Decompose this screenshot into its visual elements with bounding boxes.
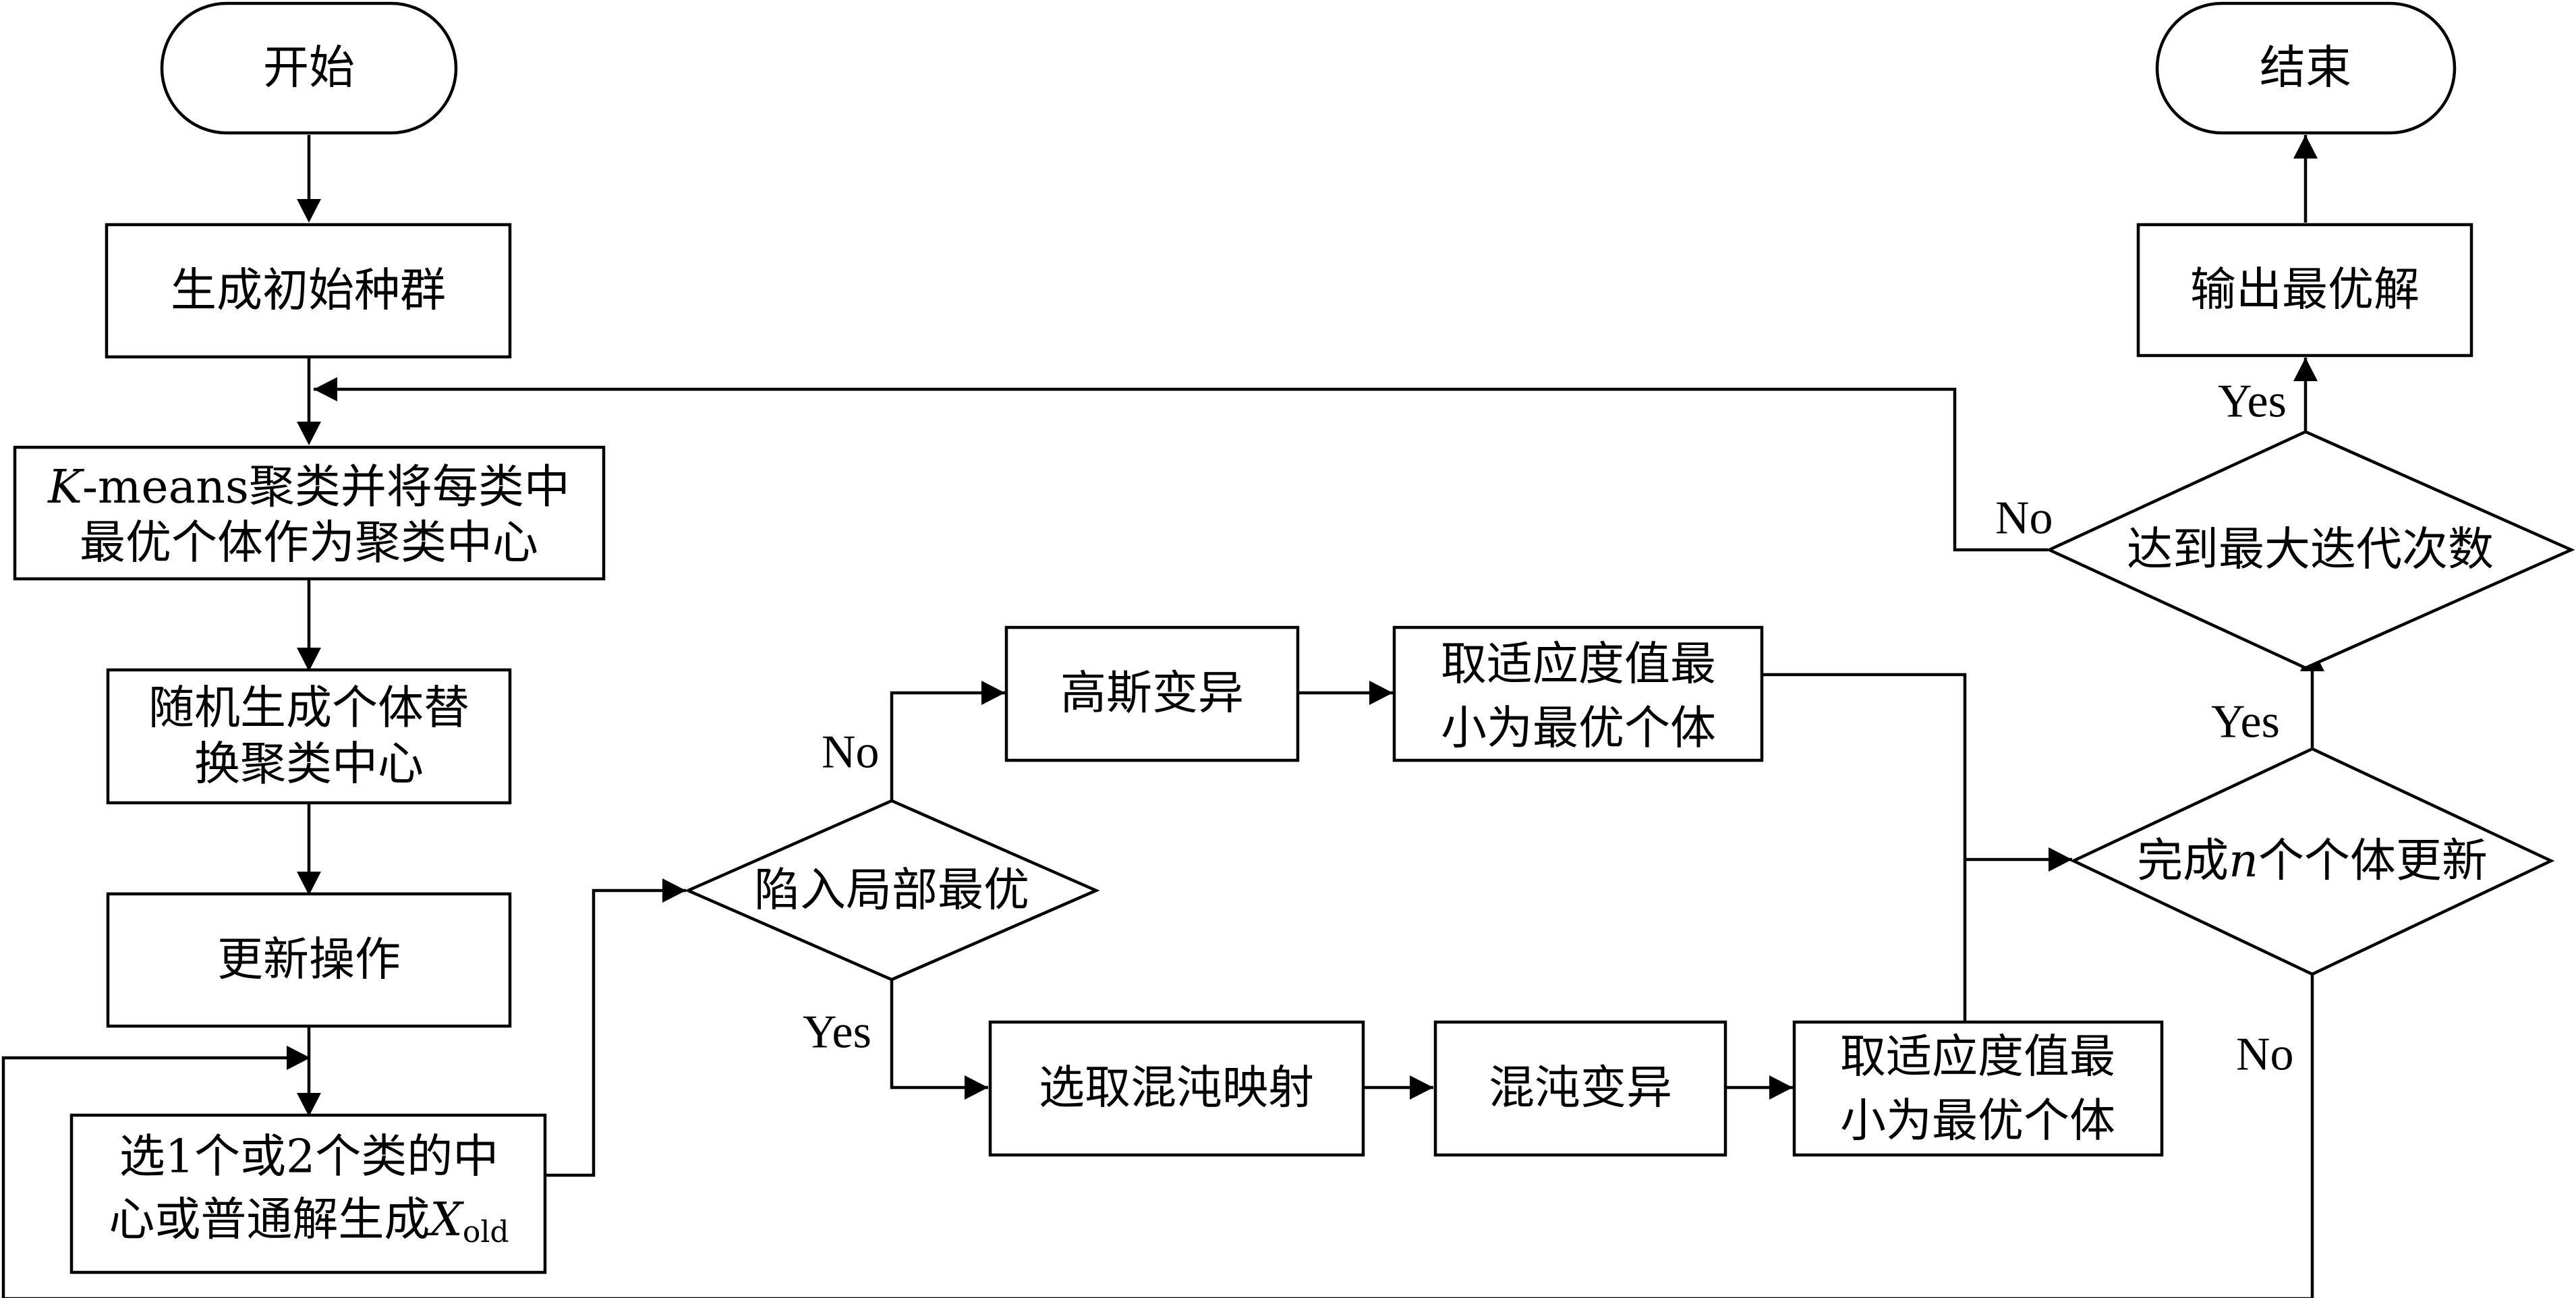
node-kmeans: K-means聚类并将每类中 最优个体作为聚类中心 xyxy=(13,445,606,581)
arrowhead-random xyxy=(297,648,321,671)
node-random-replace: 随机生成个体替 换聚类中心 xyxy=(106,668,512,805)
arrowhead-init xyxy=(297,199,321,223)
edge-loop-back-to-select xyxy=(1,974,2314,1298)
node-output-label: 输出最优解 xyxy=(2190,264,2420,317)
node-init-population-label: 生成初始种群 xyxy=(171,264,446,318)
arrowhead-kmeans xyxy=(297,422,321,445)
arrowhead-gauss xyxy=(981,681,1005,705)
node-update-op-label: 更新操作 xyxy=(217,934,401,987)
label-yes-max-iter: Yes xyxy=(2218,376,2287,428)
node-best-lower: 取适应度值最 小为最优个体 xyxy=(1792,1020,2164,1157)
node-kmeans-line1: K-means聚类并将每类中 xyxy=(47,461,570,514)
node-output: 输出最优解 xyxy=(2136,223,2473,358)
label-no-local-optimum: No xyxy=(822,727,880,779)
node-best-upper-line1: 取适应度值最 xyxy=(1441,638,1716,692)
arrowhead-loop-back xyxy=(287,1046,310,1070)
label-no-max-iter: No xyxy=(1995,492,2053,544)
node-init-population: 生成初始种群 xyxy=(105,223,512,359)
node-start: 开始 xyxy=(160,1,458,135)
node-gauss-mutation-label: 高斯变异 xyxy=(1060,667,1244,721)
node-max-iter: 达到最大迭代次数 xyxy=(2045,430,2575,670)
select-center-line2-prefix: 心或普通解生成 xyxy=(109,1193,430,1247)
node-n-update: 完成n个个体更新 xyxy=(2069,747,2555,976)
select-center-var-subscript: old xyxy=(463,1215,509,1249)
node-update-op: 更新操作 xyxy=(106,892,512,1028)
arrowhead-best-upper xyxy=(1369,681,1393,705)
n-update-var-n: n xyxy=(2229,835,2258,888)
arrowhead-output xyxy=(2293,358,2318,381)
arrowhead-update xyxy=(297,872,321,895)
node-chaos-mutation: 混沌变异 xyxy=(1433,1020,1727,1157)
edge-local-optimum-yes-branch xyxy=(890,978,988,1090)
node-gauss-mutation: 高斯变异 xyxy=(1004,625,1300,762)
node-local-optimum: 陷入局部最优 xyxy=(684,799,1100,982)
arrowhead-chaos-mutation xyxy=(1410,1075,1433,1100)
arrowhead-kmeans-return xyxy=(314,377,337,401)
arrowhead-n-update xyxy=(2049,847,2072,872)
arrowheads xyxy=(287,135,2324,1117)
node-random-replace-line2: 换聚类中心 xyxy=(194,738,424,791)
node-local-optimum-label: 陷入局部最优 xyxy=(754,864,1029,918)
node-best-lower-line2: 小为最优个体 xyxy=(1840,1095,2115,1148)
edge-select-to-local-optimum xyxy=(546,888,686,1177)
arrowhead-local-optimum xyxy=(662,878,686,903)
node-chaos-map: 选取混沌映射 xyxy=(988,1020,1365,1157)
node-kmeans-line2: 最优个体作为聚类中心 xyxy=(80,517,538,570)
kmeans-italic-k: K xyxy=(47,461,85,514)
select-center-var-x: X xyxy=(426,1193,464,1247)
arrowhead-best-lower xyxy=(1769,1075,1793,1100)
edge-labels: No Yes No Yes No Yes xyxy=(803,376,2294,1081)
node-random-replace-line1: 随机生成个体替 xyxy=(148,682,469,735)
node-best-upper: 取适应度值最 小为最优个体 xyxy=(1392,625,1764,762)
node-start-label: 开始 xyxy=(263,42,355,95)
label-yes-local-optimum: Yes xyxy=(803,1007,871,1059)
node-select-center: 选1个或2个类的中 心或普通解生成Xold xyxy=(69,1113,547,1274)
label-yes-n-update: Yes xyxy=(2211,696,2280,748)
arrowhead-chaos-map xyxy=(965,1075,988,1100)
arrowhead-select xyxy=(297,1093,321,1117)
node-chaos-map-label: 选取混沌映射 xyxy=(1039,1062,1314,1115)
node-chaos-mutation-label: 混沌变异 xyxy=(1489,1062,1672,1115)
node-select-center-line2: 心或普通解生成Xold xyxy=(109,1193,509,1249)
label-no-n-update: No xyxy=(2236,1029,2294,1081)
node-select-center-line1: 选1个或2个类的中 xyxy=(119,1131,499,1184)
node-end-label: 结束 xyxy=(2260,42,2351,95)
arrowhead-end xyxy=(2293,135,2318,159)
kmeans-line1-rest: -means聚类并将每类中 xyxy=(82,461,570,514)
edge-best-upper-merge xyxy=(1763,673,1967,1021)
edge-max-iter-no-loop xyxy=(314,387,2048,552)
n-update-suffix: 个个体更新 xyxy=(2258,835,2488,888)
node-end: 结束 xyxy=(2155,1,2457,135)
node-best-lower-line1: 取适应度值最 xyxy=(1840,1031,2115,1084)
node-max-iter-label: 达到最大迭代次数 xyxy=(2127,524,2494,577)
node-n-update-label: 完成n个个体更新 xyxy=(2137,835,2488,888)
node-best-upper-line2: 小为最优个体 xyxy=(1441,702,1716,756)
edge-local-optimum-no-branch xyxy=(890,691,1005,800)
n-update-prefix: 完成 xyxy=(2137,835,2229,888)
